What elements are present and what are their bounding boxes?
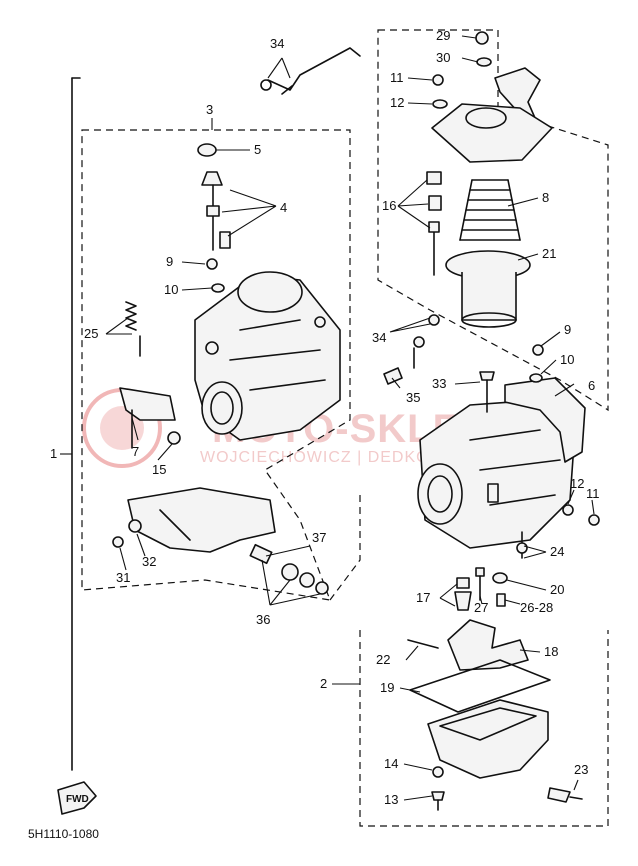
part-22-pin [407,639,439,649]
part-34-clip [428,314,440,326]
part-33-screw [479,371,495,413]
part-14 [432,766,444,778]
callout-19: 19 [380,680,394,695]
callout-34-top: 34 [270,36,284,51]
callout-8: 8 [542,190,549,205]
callout-18: 18 [544,644,558,659]
callout-10-right: 10 [560,352,574,367]
callout-11-top: 11 [390,70,404,85]
part-7-bracket [119,387,176,449]
part-9-left [206,258,218,270]
diagram-code: 5H1110-1080 [28,827,99,841]
part-18-float [447,619,529,671]
callout-26-28: 26-28 [520,600,553,615]
callout-27: 27 [474,600,488,615]
part-25-spring [125,301,141,357]
callout-9-right: 9 [564,322,571,337]
part-6-plate [504,377,586,463]
part-16-jets [426,171,442,276]
part-5 [197,143,217,157]
callout-4: 4 [280,200,287,215]
part-9-right [532,344,544,356]
assembly-2-box [359,630,609,827]
callout-9-left: 9 [166,254,173,269]
throttle-bracket [494,67,541,119]
part-35-screw-set [383,336,425,385]
callout-25: 25 [84,326,98,341]
part-19-gasket [409,659,551,713]
part-30 [476,57,492,67]
part-8-spring [459,179,521,241]
callout-20: 20 [550,582,564,597]
part-11-top [432,74,444,86]
callout-14: 14 [384,756,398,771]
part-10-right [529,373,543,383]
watermark-subtitle: WOJCIECHOWICZ | DEDKO [200,449,430,466]
part-15 [167,431,181,445]
part-29 [475,31,489,45]
left-carburetor-body [194,271,341,441]
callout-labels: 1 2 3 4 5 6 7 8 9 9 10 10 11 11 12 12 13… [50,28,600,807]
callout-24: 24 [550,544,564,559]
callout-3: 3 [206,102,213,117]
callout-21: 21 [542,246,556,261]
part-26-28 [496,593,506,607]
callout-10-left: 10 [164,282,178,297]
callout-12-top: 12 [390,95,404,110]
fwd-arrow-icon: FWD [57,781,97,815]
part-36-37-set [249,543,329,595]
callout-13: 13 [384,792,398,807]
part-24-screws [516,531,528,559]
part-20 [492,572,508,584]
mounting-plate [127,487,276,553]
part-11-right [588,514,600,526]
fwd-badge-label: FWD [66,794,89,805]
callout-36: 36 [256,612,270,627]
part-32 [128,519,142,533]
callout-35: 35 [406,390,420,405]
part-10-left [211,283,225,293]
callout-2: 2 [320,676,327,691]
part-17-valve [454,577,472,611]
assembly-1-frame [60,77,81,771]
callout-30: 30 [436,50,450,65]
callout-34-right: 34 [372,330,386,345]
callout-15: 15 [152,462,166,477]
part-4-needle-assembly [201,171,231,251]
callout-11-right: 11 [586,486,600,501]
part-21-piston [445,250,531,328]
callout-1: 1 [50,446,57,461]
leader-lines [105,35,595,801]
callout-17: 17 [416,590,430,605]
callout-16: 16 [382,198,396,213]
part-12-right [562,504,574,516]
callout-12-right: 12 [570,476,584,491]
callout-6: 6 [588,378,595,393]
callout-23: 23 [574,762,588,777]
float-bowl [427,699,549,779]
part-31 [112,536,124,548]
callout-32: 32 [142,554,156,569]
link-rod-34 [260,47,361,95]
assembly-3-box [81,129,351,601]
part-27 [475,567,485,601]
callout-33: 33 [432,376,446,391]
diaphragm-cover [431,103,553,163]
callout-37: 37 [312,530,326,545]
callout-29: 29 [436,28,450,43]
part-23-screw [547,787,583,803]
callout-7: 7 [132,444,139,459]
callout-5: 5 [254,142,261,157]
part-12-top [432,99,448,109]
part-13-screw [431,791,445,811]
callout-31: 31 [116,570,130,585]
callout-22: 22 [376,652,390,667]
assembly-top-box [377,29,609,412]
right-carburetor-body [417,399,576,549]
